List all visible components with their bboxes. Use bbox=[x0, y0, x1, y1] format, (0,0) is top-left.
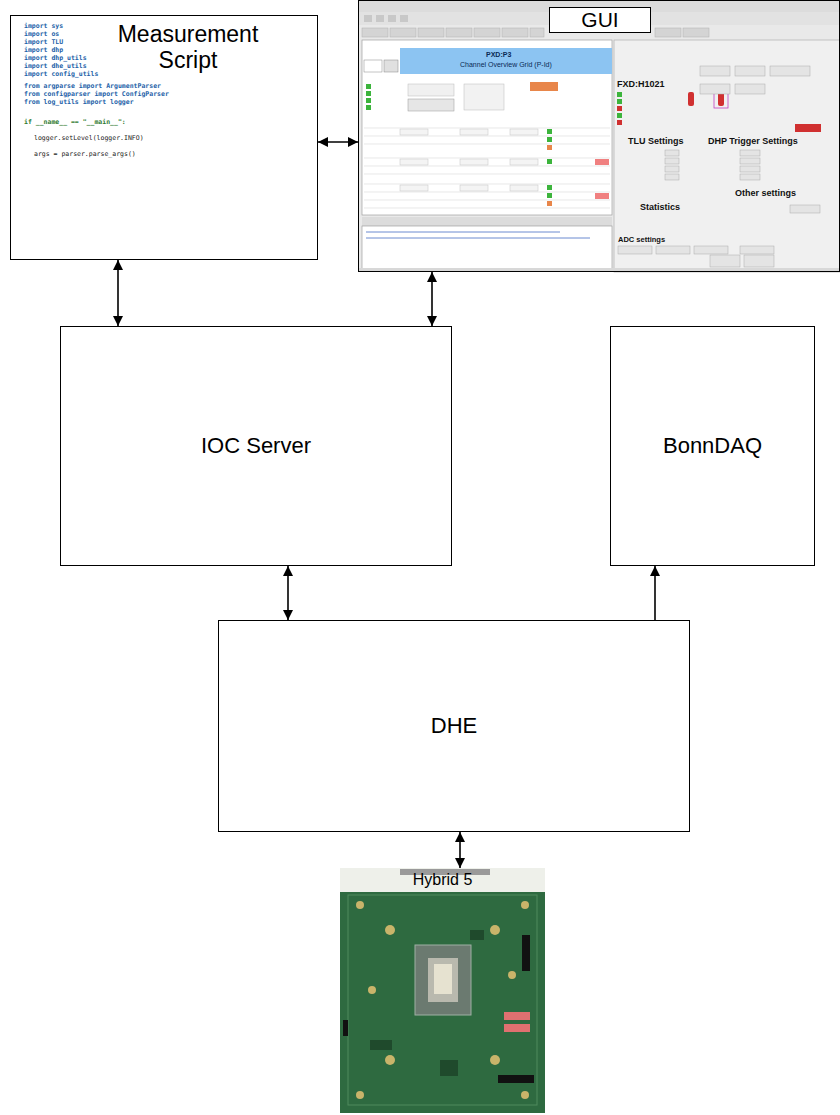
gui-label: TLU Settings bbox=[628, 137, 684, 146]
node-title: DHE bbox=[431, 713, 477, 739]
code-line: import TLU bbox=[24, 39, 63, 46]
gui-label: Other settings bbox=[735, 189, 796, 198]
dhe-box: DHE bbox=[218, 620, 690, 832]
hybrid-board: Hybrid 5 bbox=[340, 868, 545, 1113]
code-line: args = parser.parse_args() bbox=[34, 151, 136, 158]
code-line: import os bbox=[24, 31, 59, 38]
code-line: import dhp_utils bbox=[24, 55, 87, 62]
code-line: from argparse import ArgumentParser bbox=[24, 83, 161, 90]
gui-box: GUI bbox=[358, 0, 840, 272]
server-box: IOC Server bbox=[60, 326, 452, 566]
arrow-connector bbox=[287, 566, 289, 620]
arrow-connector bbox=[654, 566, 656, 620]
code-line: from configparser import ConfigParser bbox=[24, 91, 169, 98]
node-title: IOC Server bbox=[201, 433, 311, 459]
node-title: Measurement Script bbox=[103, 21, 273, 74]
gui-label: PXD:P3 bbox=[486, 51, 511, 58]
arrow-connector bbox=[318, 141, 358, 143]
gui-screenshot bbox=[358, 0, 840, 272]
gui-label: DHP Trigger Settings bbox=[708, 137, 798, 146]
code-line: from log_utils import logger bbox=[24, 99, 134, 106]
gui-label: ADC settings bbox=[618, 236, 665, 244]
node-title: Hybrid 5 bbox=[340, 871, 545, 889]
code-line: import dhe_utils bbox=[24, 63, 87, 70]
node-title: GUI bbox=[549, 7, 651, 33]
daq-box: BonnDAQ bbox=[610, 326, 815, 566]
code-line: import dhp bbox=[24, 47, 63, 54]
arrow-connector bbox=[117, 260, 119, 326]
code-line: if __name__ == "__main__": bbox=[24, 119, 126, 126]
gui-label: Channel Overview Grid (P-Id) bbox=[460, 61, 552, 68]
arrow-connector bbox=[459, 832, 461, 868]
arrow-connector bbox=[431, 272, 433, 326]
gui-label: Statistics bbox=[640, 203, 680, 212]
code-line: import sys bbox=[24, 23, 63, 30]
pcb-photo bbox=[340, 868, 545, 1113]
node-title: BonnDAQ bbox=[663, 433, 762, 459]
code-line: import config_utils bbox=[24, 71, 98, 78]
gui-label: FXD:H1021 bbox=[617, 80, 665, 89]
code-line: logger.setLevel(logger.INFO) bbox=[34, 135, 144, 142]
